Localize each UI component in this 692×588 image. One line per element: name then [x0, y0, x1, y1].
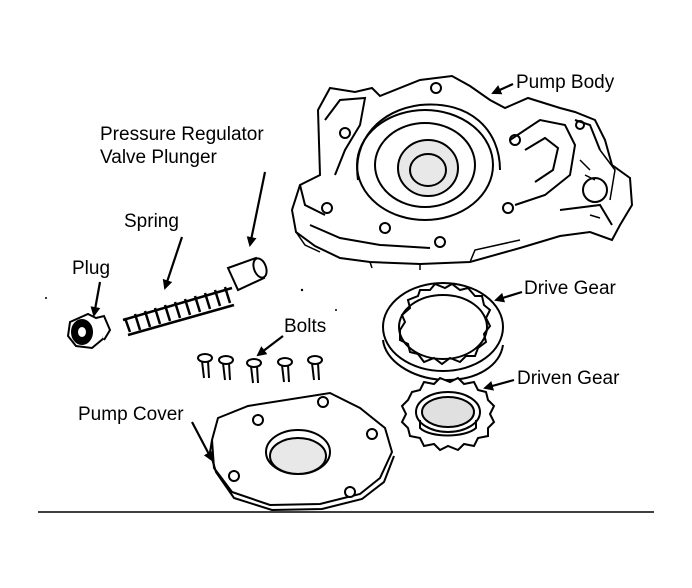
label-pump-cover: Pump Cover [78, 404, 184, 425]
label-plug: Plug [72, 258, 111, 279]
arrow-drive-gear [494, 290, 523, 303]
specks [45, 288, 337, 311]
bolt-1 [197, 353, 213, 379]
bolt-4 [277, 357, 293, 383]
bolt-3 [246, 358, 262, 384]
arrow-driven-gear [483, 378, 515, 391]
label-driven-gear: Driven Gear [517, 368, 620, 389]
arrow-pump-body [491, 82, 514, 95]
label-drive-gear: Drive Gear [524, 278, 616, 299]
label-bolts: Bolts [284, 316, 327, 337]
arrow-spring [162, 236, 184, 290]
drive-gear-illustration [382, 282, 504, 382]
arrow-valve-plunger [246, 171, 267, 247]
label-pressure-regulator-line2: Valve Plunger [100, 147, 217, 168]
label-pressure-regulator-line1: Pressure Regulator [100, 124, 264, 145]
label-pump-body: Pump Body [516, 72, 615, 93]
bolt-2 [218, 355, 234, 381]
leader-arrows [90, 82, 523, 462]
pump-cover-illustration [208, 391, 395, 512]
plug-illustration [66, 312, 112, 350]
spring-illustration [122, 286, 235, 337]
pump-body-illustration [290, 74, 634, 270]
bolt-5 [307, 355, 323, 381]
arrow-bolts [256, 335, 284, 357]
arrow-pump-cover [191, 421, 213, 462]
driven-gear-illustration [400, 376, 496, 452]
arrow-plug [90, 281, 102, 317]
bolts-illustration [197, 353, 323, 384]
valve-plunger-illustration [226, 256, 268, 292]
label-spring: Spring [124, 211, 179, 232]
